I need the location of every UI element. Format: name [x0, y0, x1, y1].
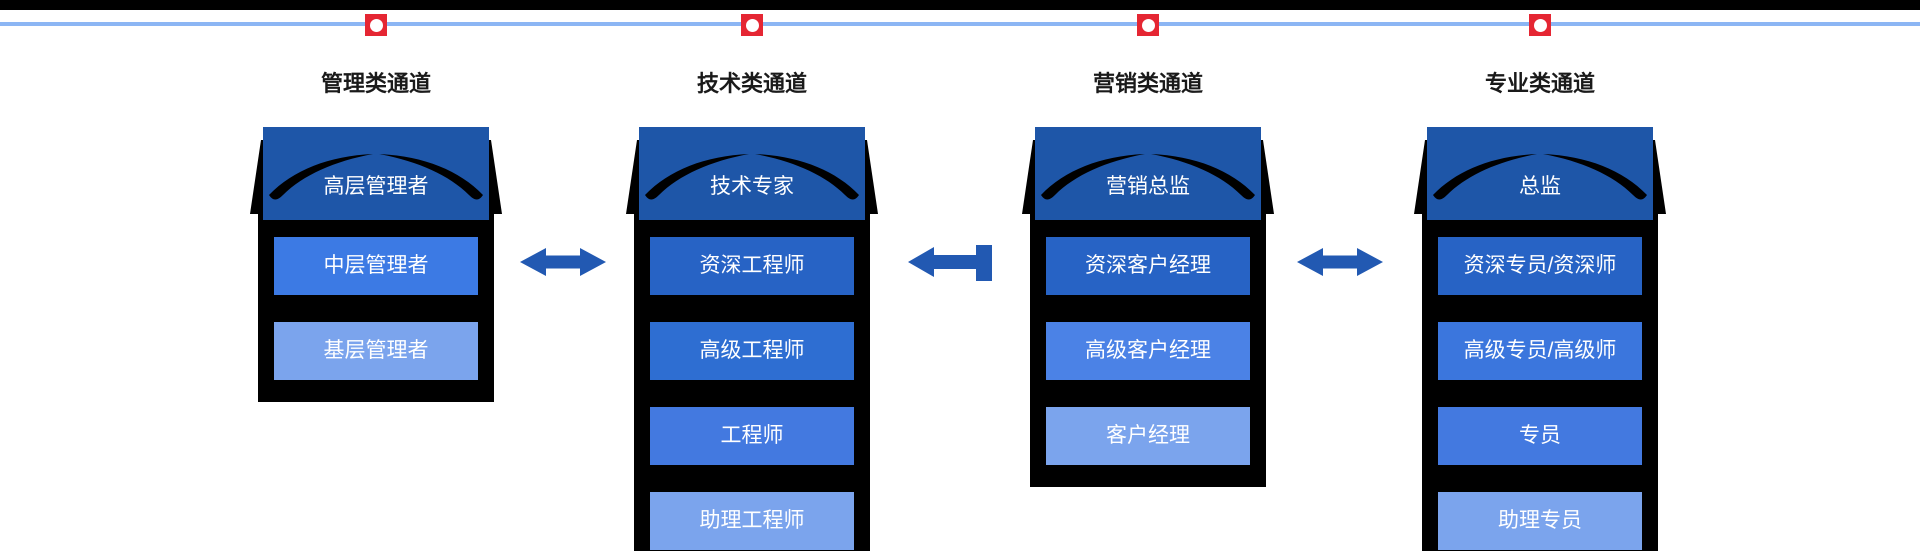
column-title-text: 专业类通道 [1484, 71, 1595, 96]
level-box: 客户经理 [1046, 407, 1250, 465]
level-label: 高级客户经理 [1085, 339, 1211, 362]
level-label: 技术专家 [710, 175, 794, 198]
level-label: 基层管理者 [323, 339, 429, 362]
banner-swoosh-icon [1433, 154, 1647, 200]
level-label: 中层管理者 [323, 254, 429, 277]
column-title: 技术类通道 [634, 70, 870, 98]
level-box: 基层管理者 [274, 322, 478, 380]
timeline-marker [1137, 14, 1159, 36]
top-black-bar [0, 0, 1920, 10]
level-label: 专员 [1519, 424, 1561, 447]
column-title-text: 技术类通道 [696, 71, 807, 96]
level-label: 工程师 [720, 424, 784, 447]
column-banner: 总监 [1427, 127, 1653, 220]
level-label: 高级工程师 [699, 339, 805, 362]
column-title: 营销类通道 [1030, 70, 1266, 98]
level-box: 高级工程师 [650, 322, 854, 380]
level-label: 高级专员/高级师 [1463, 339, 1617, 362]
column-banner: 高层管理者 [263, 127, 489, 220]
column-title: 管理类通道 [258, 70, 494, 98]
level-box: 高级客户经理 [1046, 322, 1250, 380]
column-title: 专业类通道 [1422, 70, 1658, 98]
level-label: 营销总监 [1106, 175, 1190, 198]
level-box: 工程师 [650, 407, 854, 465]
level-label: 高层管理者 [323, 175, 429, 198]
timeline-marker [1529, 14, 1551, 36]
banner-swoosh-icon [645, 154, 859, 200]
column-title-text: 管理类通道 [320, 71, 431, 96]
level-box: 资深工程师 [650, 237, 854, 295]
marker-dot [369, 18, 383, 32]
level-box: 中层管理者 [274, 237, 478, 295]
timeline-line [0, 22, 1920, 26]
level-box: 助理工程师 [650, 492, 854, 550]
timeline-marker [741, 14, 763, 36]
level-label: 助理专员 [1498, 509, 1582, 532]
level-label: 资深工程师 [699, 254, 805, 277]
double-arrow-icon [1297, 247, 1383, 277]
double-arrow-icon [520, 247, 606, 277]
level-label: 总监 [1519, 175, 1561, 198]
marker-dot [745, 18, 759, 32]
level-label: 助理工程师 [699, 509, 805, 532]
banner-swoosh-icon [1041, 154, 1255, 200]
level-label: 资深专员/资深师 [1463, 254, 1617, 277]
level-box: 专员 [1438, 407, 1642, 465]
level-box: 资深客户经理 [1046, 237, 1250, 295]
column-title-text: 营销类通道 [1092, 71, 1203, 96]
marker-dot [1533, 18, 1547, 32]
level-label: 资深客户经理 [1085, 254, 1211, 277]
level-label: 客户经理 [1106, 424, 1190, 447]
column-banner: 营销总监 [1035, 127, 1261, 220]
level-box: 高级专员/高级师 [1438, 322, 1642, 380]
level-box: 资深专员/资深师 [1438, 237, 1642, 295]
left-arrow-bar-icon [908, 245, 992, 281]
column-banner: 技术专家 [639, 127, 865, 220]
timeline-marker [365, 14, 387, 36]
marker-dot [1141, 18, 1155, 32]
level-box: 助理专员 [1438, 492, 1642, 550]
banner-swoosh-icon [269, 154, 483, 200]
